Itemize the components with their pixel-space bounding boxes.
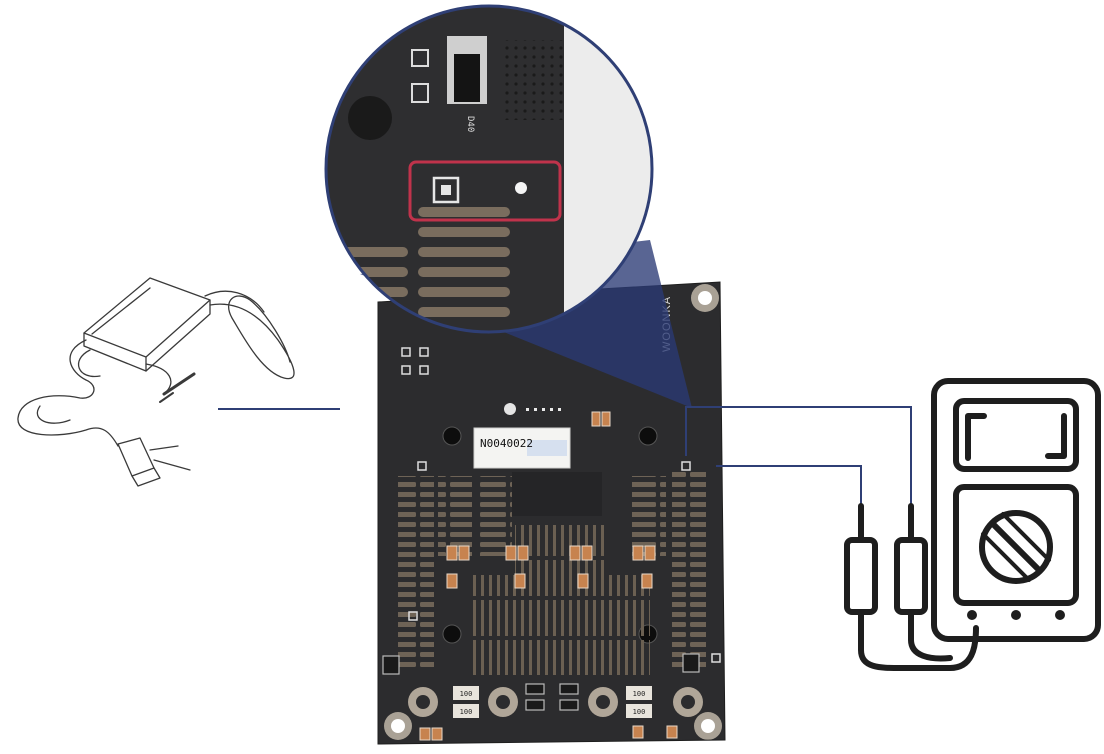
multimeter-icon bbox=[844, 378, 1101, 671]
resistor-value: 100 bbox=[633, 708, 646, 716]
resistor-value: 100 bbox=[633, 690, 646, 698]
serial-sticker: N0040022 bbox=[473, 427, 571, 469]
resistor: 100 bbox=[626, 686, 652, 700]
pcb-board: 100 100 100 100 bbox=[377, 281, 726, 745]
resistor: 100 bbox=[453, 704, 479, 718]
mounting-hole bbox=[694, 712, 722, 740]
mounting-hole bbox=[384, 712, 412, 740]
highlight-box bbox=[408, 160, 562, 222]
serial-label: N0040022 bbox=[480, 437, 533, 450]
probe-wires bbox=[685, 406, 912, 506]
resistor-value: 100 bbox=[460, 708, 473, 716]
zoom-designator: D40 bbox=[465, 116, 475, 132]
mounting-hole bbox=[691, 284, 719, 312]
resistor-value: 100 bbox=[460, 690, 473, 698]
resistor: 100 bbox=[626, 704, 652, 718]
power-adapter-icon bbox=[17, 277, 295, 487]
resistor: 100 bbox=[453, 686, 479, 700]
